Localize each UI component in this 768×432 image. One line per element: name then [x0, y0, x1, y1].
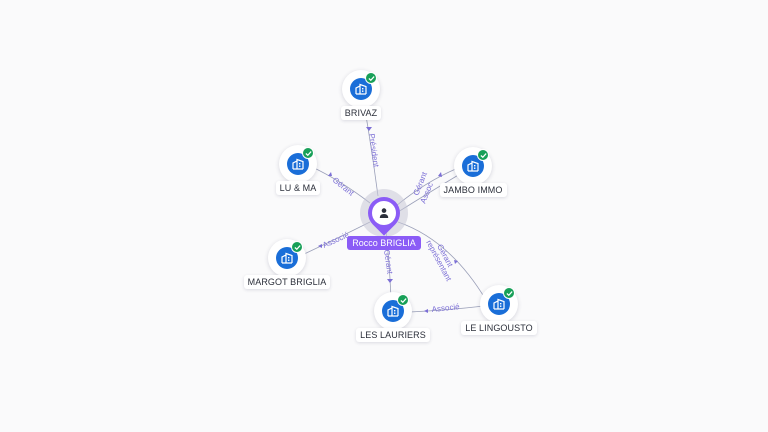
building-icon	[462, 155, 484, 177]
arrow-lu-ma	[328, 172, 332, 176]
person-icon	[372, 201, 396, 225]
company-name[interactable]: LE LINGOUSTO	[461, 321, 537, 335]
check-icon	[365, 72, 377, 84]
arrow-lingousto-lauriers	[424, 309, 428, 313]
building-icon	[287, 153, 309, 175]
check-icon	[291, 241, 303, 253]
building-icon	[488, 293, 510, 315]
company-name[interactable]: LES LAURIERS	[356, 328, 430, 342]
arrow-brivaz	[366, 127, 372, 131]
edge-lingousto-lauriers	[409, 305, 485, 313]
check-icon	[503, 287, 515, 299]
edge-lingousto	[397, 221, 487, 301]
company-name[interactable]: BRIVAZ	[340, 106, 382, 120]
building-icon	[350, 78, 372, 100]
check-icon	[397, 294, 409, 306]
building-icon	[276, 247, 298, 269]
edge-label-brivaz: Président	[367, 133, 381, 168]
company-name[interactable]: MARGOT BRIGLIA	[243, 275, 331, 289]
arrow-jambo	[438, 172, 442, 177]
edge-label-lauriers: Gérant	[382, 249, 394, 275]
building-icon	[382, 300, 404, 322]
check-icon	[477, 149, 489, 161]
arrow-lauriers	[387, 279, 393, 283]
edge-label-lingousto-lauriers: Associé	[431, 302, 460, 314]
arrow-lingousto	[454, 260, 458, 264]
company-name[interactable]: JAMBO IMMO	[439, 183, 507, 197]
person-name[interactable]: Rocco BRIGLIA	[347, 236, 421, 250]
company-name[interactable]: LU & MA	[275, 181, 321, 195]
check-icon	[302, 147, 314, 159]
arrow-margot	[318, 244, 322, 248]
